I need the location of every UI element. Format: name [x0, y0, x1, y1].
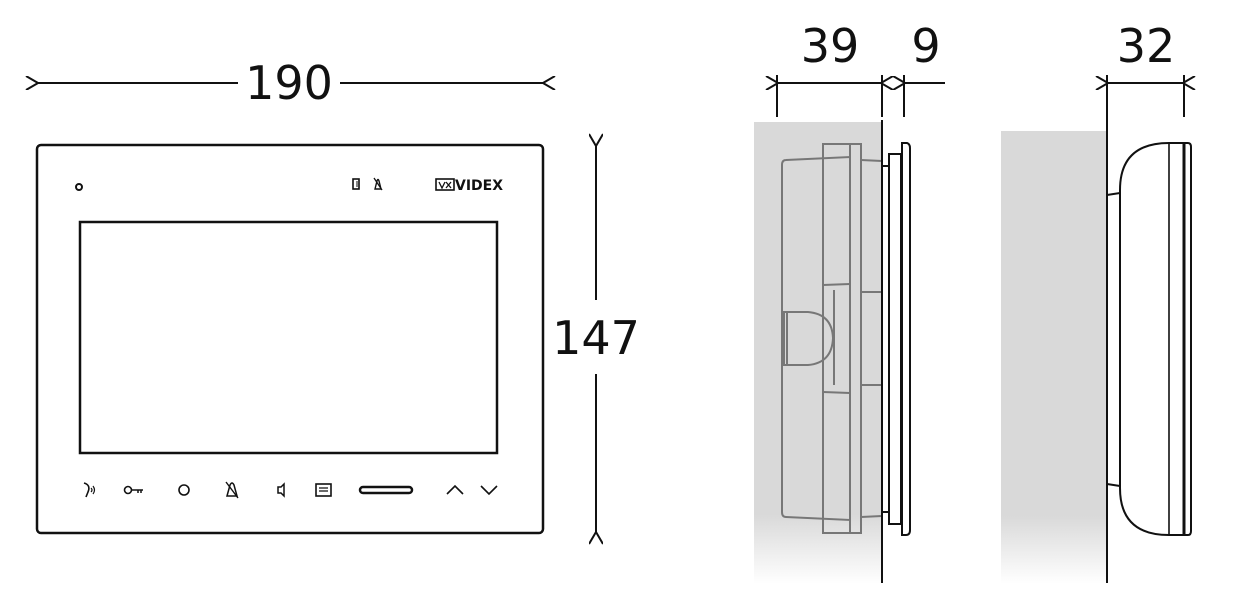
chevron-down-icon[interactable] — [480, 485, 498, 496]
surface-mount-side-view — [1001, 75, 1192, 584]
key-icon[interactable] — [123, 485, 144, 495]
mute-bell-icon[interactable] — [225, 481, 239, 499]
monitor-body — [1119, 142, 1192, 536]
brand-logo: VIDEX — [435, 178, 503, 194]
slider-bar-icon[interactable] — [358, 485, 414, 495]
height-label: 147 — [552, 311, 640, 365]
monitor-front-view: VIDEX — [35, 143, 545, 535]
button-row — [83, 481, 498, 499]
svg-text:VIDEX: VIDEX — [455, 178, 503, 194]
speaker-icon[interactable] — [277, 482, 285, 498]
front-panel — [901, 142, 911, 536]
depth-dimension-39: 39 — [777, 19, 882, 117]
display-screen — [78, 220, 499, 455]
depth-dimension-9: 9 — [904, 19, 945, 117]
height-dimension: 147 — [552, 146, 640, 532]
mute-bell-icon — [373, 177, 383, 191]
wall — [1001, 131, 1107, 584]
depth-dimension-32: 32 — [1108, 19, 1184, 117]
width-dimension: 190 — [38, 56, 543, 110]
flush-mount-side-view — [754, 120, 911, 584]
depth-surface-label: 32 — [1117, 19, 1176, 73]
depth-box-label: 39 — [801, 19, 860, 73]
back-plate — [888, 153, 902, 525]
door-icon — [352, 178, 360, 190]
knockout — [783, 311, 835, 366]
talk-icon[interactable] — [83, 482, 96, 498]
wall-recess — [754, 122, 882, 584]
backbox — [781, 155, 851, 522]
menu-icon[interactable] — [315, 483, 332, 497]
camera-icon — [75, 183, 83, 191]
depth-panel-label: 9 — [911, 19, 940, 73]
width-label: 190 — [245, 56, 333, 110]
chevron-up-icon[interactable] — [446, 484, 464, 495]
circle-icon[interactable] — [178, 484, 190, 496]
